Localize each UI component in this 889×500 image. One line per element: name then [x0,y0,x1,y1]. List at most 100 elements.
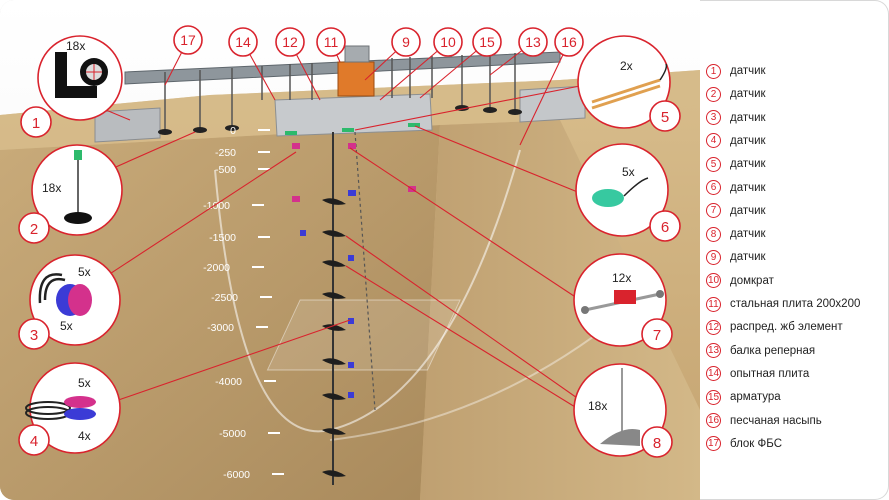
top-label-15: 15 [479,34,495,50]
legend-text: датчик [730,65,766,77]
depth-label: -500 [215,164,236,176]
settlement-mark-icon [64,212,92,224]
legend-text: датчик [730,228,766,241]
top-label-circle [391,27,421,57]
beam-sensors [164,53,516,130]
top-label-circle [173,25,203,55]
screw-plate-icon [600,428,640,446]
top-label-9: 9 [402,34,410,50]
callout-6-num: 6 [661,219,669,236]
top-label-13: 13 [525,34,541,50]
angle-gauge-icon [55,52,97,98]
depth-label: -1500 [209,232,236,244]
callout-8-mult: 18x [588,399,607,413]
legend-row: 12 распред. жб элемент [706,316,843,338]
top-label-17: 17 [180,32,196,48]
callout-5-num: 5 [661,109,669,126]
top-label-16: 16 [561,34,577,50]
steel-plate [344,45,370,63]
legend-row: 5 датчик [706,153,766,175]
callout-3: 5x 5x 3 [18,254,121,350]
top-label-12: 12 [282,34,298,50]
legend-number: 16 [706,413,721,428]
callout-7: 12x 7 [573,253,673,350]
legend-text: блок ФБС [730,437,782,450]
legend-number: 9 [706,249,721,265]
depth-label: -5000 [219,428,246,440]
callout-4-mult: 5x [78,376,91,390]
legend-text: балка реперная [730,344,816,357]
strain-gauge-icon [591,78,661,104]
callout-1-mult: 18x [66,39,85,53]
top-label-10: 10 [440,34,456,50]
legend-text: датчик [730,111,766,124]
callout-4: 5x 4x 4 [18,362,121,456]
pressure-cell-icon [592,189,624,207]
borehole-rod-2 [354,131,376,411]
top-label-circle [228,27,258,57]
legend-number: 1 [706,63,721,79]
legend-row: 13 балка реперная [706,340,815,362]
surface-marks [158,105,522,135]
fbs-block-left [94,107,161,143]
legend-number: 13 [706,343,721,359]
legend-number: 7 [706,203,721,219]
callout-8: 18x 8 [573,363,673,458]
glass-plate [266,299,461,371]
callout-1-num: 1 [32,115,40,132]
legend-text: датчик [730,251,766,264]
screw-anchors [322,198,346,477]
legend-text: датчик [730,134,766,147]
top-label-circle [554,27,584,57]
callout-2-num: 2 [30,221,38,238]
top-label-14: 14 [235,34,251,50]
top-label-11: 11 [324,34,339,50]
top-label-circle [275,27,305,57]
callout-5: 2x 5 [577,35,681,132]
legend-text: датчик [730,158,766,171]
callout-2-mult: 18x [42,181,61,195]
callout-7-num: 7 [653,327,661,344]
callout-5-mult: 2x [620,59,633,73]
legend-text: распред. жб элемент [730,321,843,334]
legend-number: 11 [706,296,721,312]
legend-text: датчик [730,204,766,217]
legend-number: 10 [706,273,721,289]
depth-label: -6000 [223,469,250,481]
extensometer-icon [614,290,636,304]
legend-number: 3 [706,110,721,126]
callout-4-num: 4 [30,433,38,450]
depth-label: -3000 [207,322,234,334]
legend-number: 12 [706,319,721,335]
callout-7-mult: 12x [612,271,631,285]
leader-lines [69,39,586,416]
top-label-circle [518,27,548,57]
top-label-circle [316,27,346,57]
legend-row: 8 датчик [706,223,766,245]
depth-scale: 0-250-500-1000-1500-2000-2500-3000-4000-… [203,125,284,481]
legend-row: 9 датчик [706,246,766,268]
legend-number: 8 [706,226,721,242]
ring-magnet-icon [64,396,96,408]
callout-1: 18x 1 [20,35,123,138]
top-label-circle [472,27,502,57]
legend-number: 17 [706,436,721,452]
legend-row: 7 датчик [706,200,766,222]
legend-text: опытная плита [730,367,810,380]
legend-row: 3 датчик [706,107,766,129]
depth-label: -2500 [211,292,238,304]
callout-4-mult2: 4x [78,429,91,443]
legend-row: 10 домкрат [706,270,774,292]
depth-label: -250 [215,147,236,159]
legend-text: домкрат [730,274,774,287]
top-labels: 17 14 12 11 9 10 15 13 16 [173,25,584,57]
callout-2: 18x 2 [18,144,123,244]
legend-number: 15 [706,389,721,405]
legend-number: 5 [706,156,721,172]
